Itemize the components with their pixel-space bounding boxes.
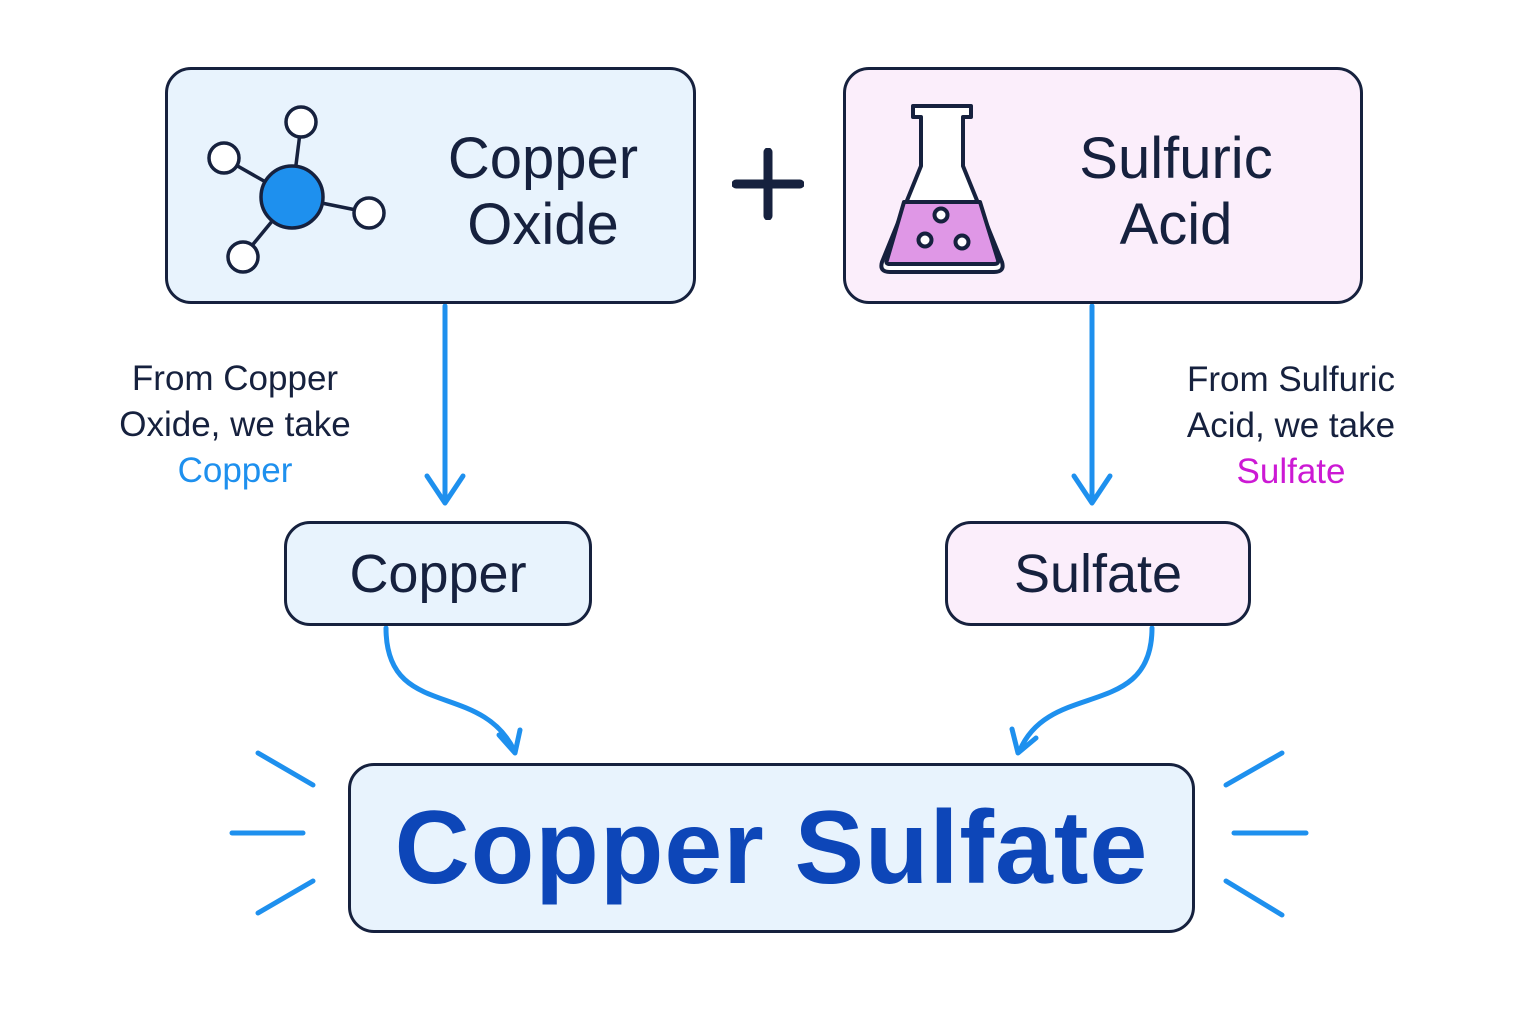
product-label: Copper Sulfate — [394, 789, 1149, 906]
part-copper-label: Copper — [349, 543, 527, 604]
molecule-icon — [207, 105, 386, 274]
part-sulfate-label: Sulfate — [1013, 543, 1183, 604]
reactant-sulfuric-acid: Sulfuric Acid — [843, 67, 1363, 304]
reactant-name-copper-oxide: Copper Oxide — [418, 126, 668, 258]
note-highlight-sulfate: Sulfate — [1236, 452, 1346, 491]
arrow-copper-to-product — [383, 625, 517, 753]
ray-right-top — [1223, 750, 1285, 788]
arrowhead-sulfate-to-product — [1009, 726, 1039, 756]
arrowhead-copper-to-product — [496, 727, 523, 756]
ray-right-bottom — [1223, 878, 1285, 918]
ray-left-top — [255, 750, 316, 788]
reactant-name-line-1: Copper — [447, 126, 639, 191]
note-line-2: Acid, we take — [1186, 406, 1396, 445]
part-copper: Copper — [284, 521, 592, 626]
flask-icon — [879, 104, 1005, 274]
note-from-sulfuric-acid: From Sulfuric Acid, we take Sulfate — [1146, 357, 1436, 495]
reactant-name-line-2: Oxide — [467, 192, 619, 257]
part-sulfate: Sulfate — [945, 521, 1251, 626]
arrow-sulfate-to-product — [1017, 625, 1155, 753]
reactant-copper-oxide: Copper Oxide — [165, 67, 696, 304]
reactant-name-line-2: Acid — [1119, 192, 1233, 257]
note-line-1: From Copper — [131, 359, 339, 398]
arrowhead-oxide-to-copper — [424, 473, 466, 506]
arrowhead-acid-to-sulfate — [1071, 473, 1113, 506]
note-line-1: From Sulfuric — [1186, 360, 1396, 399]
note-from-copper-oxide: From Copper Oxide, we take Copper — [90, 356, 380, 494]
note-line-2: Oxide, we take — [119, 405, 351, 444]
note-highlight-copper: Copper — [177, 451, 293, 490]
ray-left-bottom — [255, 878, 316, 916]
product-copper-sulfate: Copper Sulfate — [348, 763, 1195, 933]
plus-operator — [732, 148, 804, 220]
reactant-name-sulfuric-acid: Sulfuric Acid — [1036, 126, 1316, 258]
reactant-name-line-1: Sulfuric — [1079, 126, 1273, 191]
